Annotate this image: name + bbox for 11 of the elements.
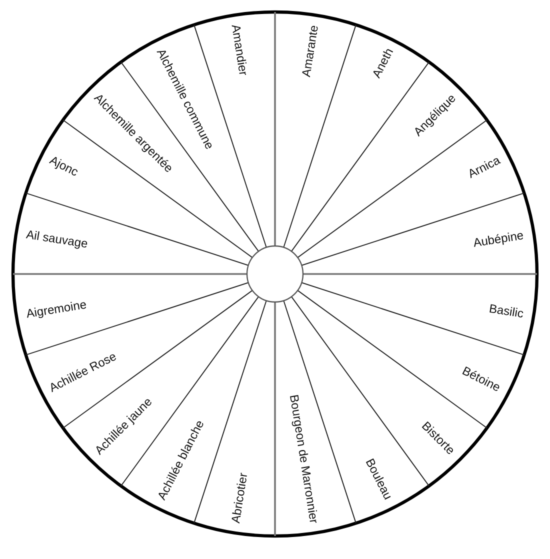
sector-label: Amandier	[228, 24, 251, 77]
sector-label: Aneth	[369, 46, 396, 80]
sector-label: Basilic	[488, 301, 525, 320]
sector-label: Bourgeon de Marronnier	[287, 393, 322, 524]
sector-label: Amarante	[299, 24, 322, 78]
sector-label: Abricotier	[228, 472, 250, 524]
sector-label: Aubépine	[472, 228, 525, 250]
hub-circle	[246, 245, 304, 303]
sector-label: Aigremoine	[25, 296, 88, 320]
sector-label: Ail sauvage	[25, 228, 88, 252]
sector-label: Ajonc	[47, 153, 80, 180]
